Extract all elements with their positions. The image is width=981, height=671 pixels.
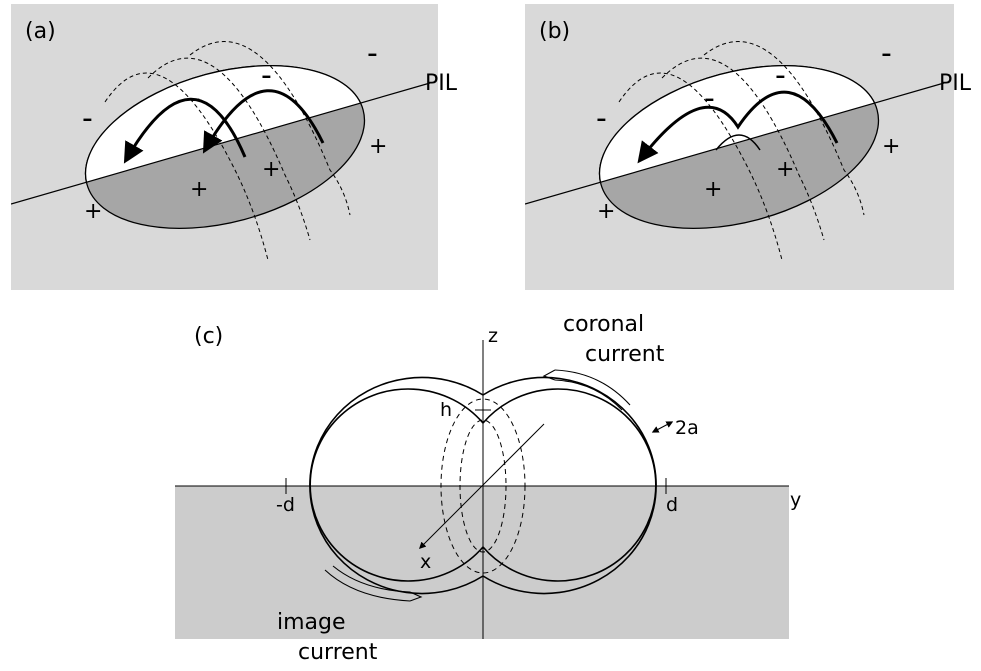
panel-c-x-axis	[419, 423, 545, 549]
panel-b-plus-4: +	[597, 199, 615, 224]
panel-b: (b) PIL - - - - + + + +	[525, 4, 972, 290]
panel-c-image-label-2: current	[298, 640, 378, 665]
panel-b-plus-2: +	[776, 157, 794, 182]
panel-a-minus-1: -	[367, 36, 378, 71]
panel-c-image-current-arrow	[324, 565, 423, 602]
panel-a-minus-3: -	[190, 81, 201, 116]
panel-b-label: (b)	[539, 19, 570, 44]
panel-b-minus-2: -	[775, 58, 786, 93]
panel-b-pil-label: PIL	[939, 71, 972, 96]
panel-c-subsurface	[175, 486, 789, 639]
panel-b-plus-3: +	[704, 177, 722, 202]
panel-c-h-label: h	[440, 399, 452, 421]
panel-b-minus-3: -	[704, 81, 715, 116]
panel-c-label: (c)	[194, 324, 223, 349]
panel-b-small-loop	[715, 134, 761, 151]
panel-b-plus-1: +	[882, 134, 900, 159]
panel-b-pil-line	[525, 82, 945, 205]
panel-b-minus-1: -	[881, 36, 892, 71]
panel-c: (c) z y x h -d d 2a coronal current imag…	[175, 312, 801, 665]
panel-b-field-arrows	[637, 90, 839, 164]
panel-a-label: (a)	[25, 19, 56, 44]
panel-a-plus-3: +	[190, 177, 208, 202]
panel-a-field-arrows	[123, 89, 325, 164]
panel-c-2a-label: 2a	[675, 417, 699, 439]
panel-b-minus-4: -	[596, 101, 607, 136]
panel-a: (a) PIL - - - - + + + +	[11, 4, 458, 290]
panel-c-neg-d-label: -d	[276, 494, 295, 516]
panel-c-coronal-label-1: coronal	[563, 312, 644, 337]
panel-c-ticks	[285, 409, 667, 494]
panel-c-d-label: d	[666, 494, 678, 516]
panel-c-image-label-1: image	[277, 610, 346, 635]
panel-a-plus-1: +	[369, 134, 387, 159]
panel-c-coronal-label-2: current	[585, 342, 665, 367]
panel-a-plus-2: +	[262, 157, 280, 182]
panel-a-pil-label: PIL	[425, 71, 458, 96]
panel-a-minus-4: -	[82, 101, 93, 136]
panel-c-z-label: z	[488, 325, 498, 347]
panel-c-width-arrow	[651, 421, 674, 433]
panel-c-x-label: x	[420, 551, 431, 573]
panel-c-coronal-current-arrow	[542, 369, 631, 411]
panel-a-plus-4: +	[84, 199, 102, 224]
panel-a-minus-2: -	[261, 58, 272, 93]
panel-c-y-label: y	[790, 489, 801, 511]
